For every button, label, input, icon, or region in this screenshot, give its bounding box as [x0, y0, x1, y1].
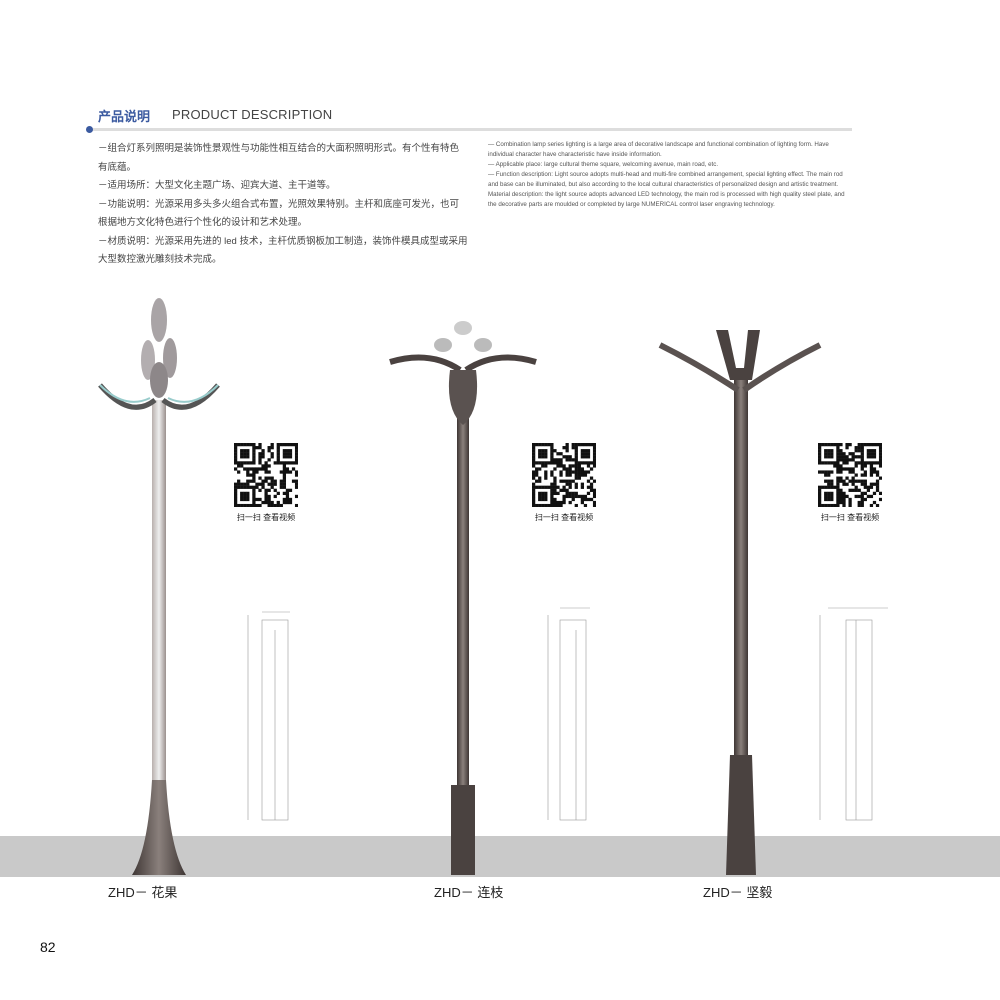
header-divider: [92, 128, 852, 131]
qr-code-icon: [818, 443, 883, 508]
lamp-huaguo: [98, 298, 220, 875]
qr-caption: 扫一扫 查看视频: [820, 513, 880, 522]
bullet-dot: [86, 126, 93, 133]
desc-en-4: Material description: the light source a…: [488, 191, 845, 208]
desc-cn-2: －适用场所：大型文化主题广场、迎宾大道、主干道等。: [98, 180, 336, 191]
qr-code-1[interactable]: [234, 443, 299, 512]
lamp-illustrations: [98, 298, 888, 875]
qr-code-2[interactable]: [532, 443, 597, 512]
qr-caption: 扫一扫 查看视频: [534, 513, 594, 522]
desc-cn-1: －组合灯系列照明是装饰性景观性与功能性相互结合的大面积照明形式。有个性有特色有底…: [98, 143, 460, 173]
product-name: ZHD－ 连枝: [434, 885, 504, 900]
desc-en-2: — Applicable place: large cultural theme…: [488, 161, 719, 168]
description-cn: －组合灯系列照明是装饰性景观性与功能性相互结合的大面积照明形式。有个性有特色有底…: [98, 140, 468, 270]
lamp-lianzhi: [389, 321, 537, 875]
desc-cn-4: －材质说明：光源采用先进的 led 技术，主杆优质钢板加工制造，装饰件模具成型或…: [98, 235, 468, 266]
lamp-jianyi: [658, 330, 822, 875]
qr-code-icon: [532, 443, 597, 508]
dimension-drawings: [247, 607, 888, 821]
page-number: 82: [40, 939, 56, 955]
product-name: ZHD－ 花果: [108, 885, 178, 900]
section-title-cn: 产品说明: [98, 110, 151, 125]
qr-code-3[interactable]: [818, 443, 883, 512]
desc-en-1: — Combination lamp series lighting is a …: [488, 141, 829, 158]
desc-en-3: — Function description: Light source ado…: [488, 171, 843, 188]
qr-code-icon: [234, 443, 299, 508]
desc-cn-3: －功能说明：光源采用多头多火组合式布置，光照效果特别。主杆和底座可发光，也可根据…: [98, 198, 460, 229]
product-name: ZHD－ 坚毅: [703, 885, 773, 900]
qr-caption: 扫一扫 查看视频: [236, 513, 296, 522]
section-title-en: PRODUCT DESCRIPTION: [172, 107, 333, 122]
description-en: — Combination lamp series lighting is a …: [488, 140, 850, 210]
